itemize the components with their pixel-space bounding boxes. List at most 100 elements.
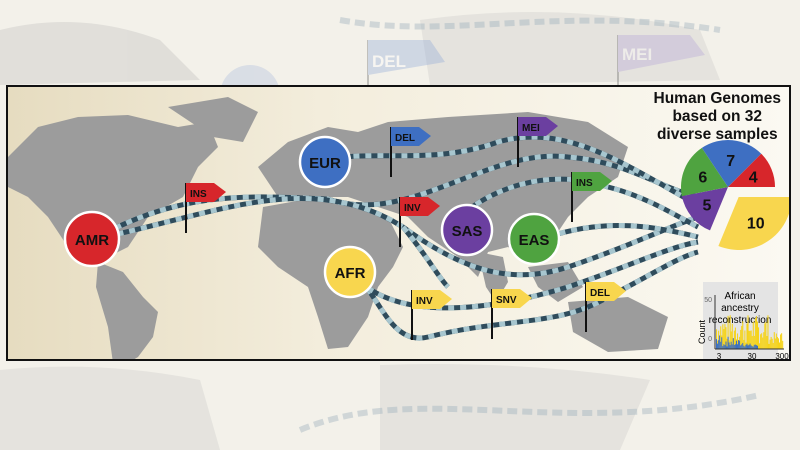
title-line-1: Human Genomes [653,90,781,107]
pie-slice [728,153,775,187]
figure-title: Human Genomes based on 32 diverse sample… [654,90,781,144]
population-circle [440,203,494,257]
population-sas: SAS [440,203,494,257]
african-ancestry-inset: African ancestry reconstruction 50 0 Cou… [697,282,789,361]
histogram-bar-blue [741,344,743,349]
population-afr: AFR [323,245,377,299]
flag-inv: INV [411,290,452,340]
histogram-bar-yellow [781,333,783,349]
histogram-bar-blue [719,335,721,349]
flag-banner [572,172,612,191]
histogram-bar-yellow [765,321,767,349]
faded-del-flag: DEL [367,40,445,85]
histogram-bar-yellow [760,334,762,349]
histogram-bar-yellow [776,336,778,349]
population-circle [298,135,352,189]
histogram-bar-yellow [726,338,728,349]
histogram-bar-yellow [764,323,766,349]
flag-del: DEL [585,282,626,332]
histogram-bar-yellow [777,338,779,349]
histogram-bar-yellow [772,342,774,349]
dna-helix-strand-highlight [93,196,699,278]
histogram-bar-blue [720,341,722,349]
histogram-bar-blue [753,344,755,349]
histogram-bar-blue [743,345,745,349]
flag-banner [586,282,626,301]
population-circle [507,212,561,266]
histogram-bar-blue [752,346,754,349]
pie-slice-label: 5 [702,197,711,214]
histogram-bar-yellow [722,324,724,349]
title-line-3: diverse samples [656,126,778,143]
histogram-bar-blue [718,340,720,349]
histogram-bar-yellow [730,331,732,349]
flag-label: INS [576,178,593,189]
histogram-bar-yellow [752,321,754,349]
flag-banner [492,289,532,308]
histogram-bar-blue [748,344,750,349]
histogram-bar-yellow [718,330,720,349]
flag-banner [518,117,558,136]
faded-mei-flag: MEI [617,35,705,85]
histogram-bar-yellow [768,343,770,349]
histogram-bars [716,315,784,349]
flag-label: DEL [395,133,415,144]
population-label: EUR [309,155,341,172]
pie-slice-label: 7 [726,153,735,170]
histogram-bar-blue [731,344,733,349]
histogram-bar-yellow [725,327,727,349]
x-tick-3: 3 [717,352,722,361]
histogram-bar-blue [732,338,734,349]
histogram-bar-yellow [755,316,757,349]
histogram-bar-blue [739,340,741,349]
histogram-bar-blue [724,345,726,349]
histogram-bar-blue [717,343,719,349]
inset-caption-3: reconstruction [709,315,772,326]
pie-slice [681,187,728,231]
flag-del: DEL [390,127,431,177]
histogram-bar-blue [747,345,749,349]
inset-caption-2: ancestry [721,303,759,314]
pie-slice-label: 4 [749,170,758,187]
population-circle [323,245,377,299]
flag-label: MEI [522,123,540,134]
histogram-bar-blue [730,341,732,349]
histogram-bar-yellow [763,332,765,349]
histogram-bar-blue [755,345,757,349]
histogram-bar-blue [733,344,735,349]
flag-label: INV [416,296,433,307]
histogram-bar-yellow [756,321,758,349]
histogram-bar-yellow [779,342,781,349]
population-label: AMR [75,232,109,249]
histogram-bar-blue [737,344,739,349]
histogram-bar-yellow [775,333,777,349]
histogram-bar-yellow [716,329,718,349]
x-tick-30: 30 [748,352,757,361]
histogram-bar-blue [729,345,731,349]
population-circle [63,210,121,268]
histogram-bar-blue [740,345,742,349]
pie-slice-label: 6 [698,170,707,187]
histogram-bar-yellow [748,330,750,349]
histogram-bar-blue [754,344,756,349]
histogram-bar-blue [749,343,751,349]
histogram-bar-blue [750,345,752,349]
population-label: EAS [519,232,550,249]
histogram-bar-yellow [767,315,769,349]
histogram-bar-blue [738,340,740,349]
flag-label: INV [404,203,421,214]
histogram-bar-blue [746,343,748,349]
dna-helix-strand-highlight [547,223,699,240]
histogram-bar-yellow [744,330,746,349]
histogram-bar-blue [744,346,746,349]
histogram-bar-yellow [750,330,752,349]
dna-helix-strand [348,249,699,341]
histogram-bar-blue [716,339,718,349]
flag-label: SNV [496,295,517,306]
pie-slice [701,140,762,187]
histogram-bar-yellow [740,329,742,349]
histogram-bar-yellow [734,327,736,349]
histogram-bar-blue [734,344,736,349]
